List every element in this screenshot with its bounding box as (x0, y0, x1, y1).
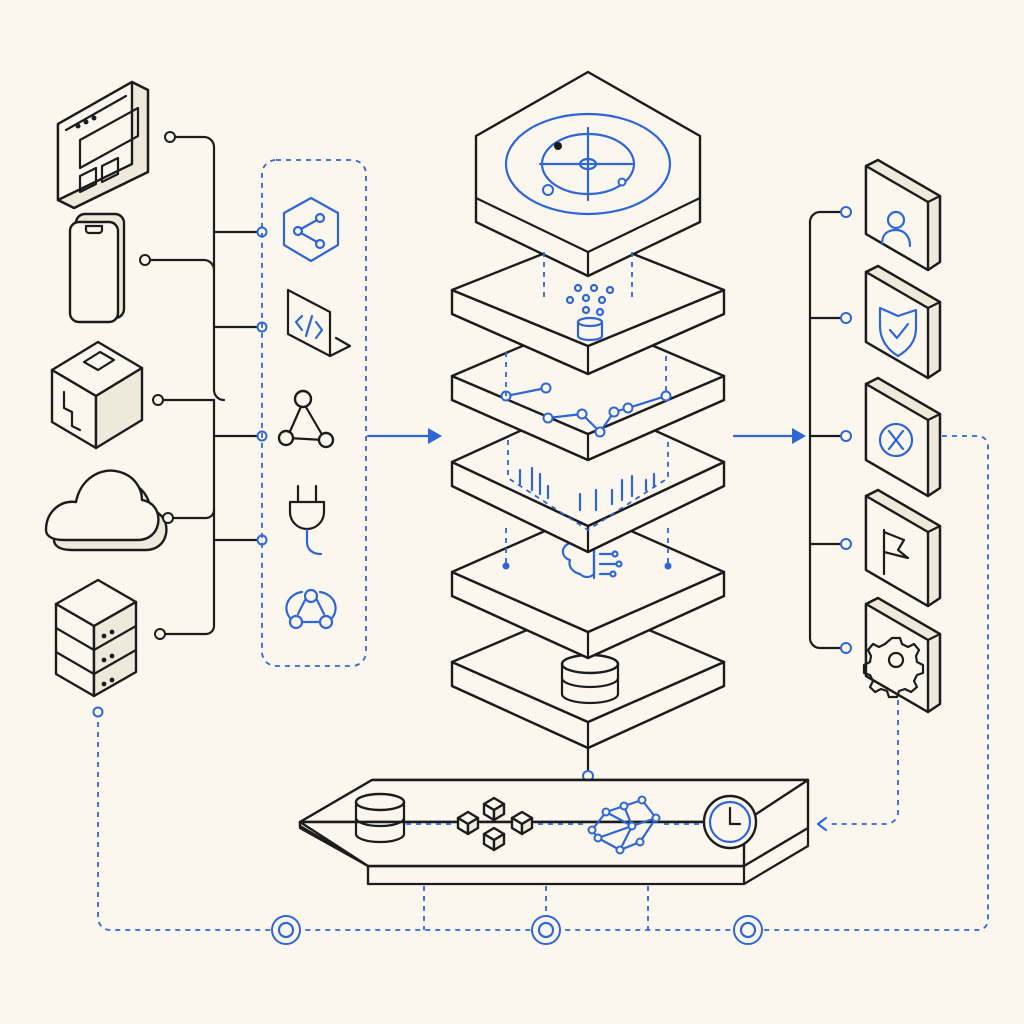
foundation-clock-icon (702, 794, 758, 850)
stack-layer-brain-circuit (450, 510, 726, 660)
source-server-rack-icon (54, 578, 138, 698)
foundation-database-icon (354, 792, 406, 844)
foundation-network-graph-icon (587, 795, 661, 855)
foundation-cubes-icon (456, 796, 534, 852)
arrow-to-outputs (732, 428, 806, 444)
output-user-icon (864, 158, 942, 272)
connector-share-nodes-icon (282, 196, 340, 263)
stack-layer-database (450, 602, 726, 750)
connector-plug-icon (288, 484, 326, 556)
bus-node-3 (733, 915, 763, 945)
arrow-to-stack (366, 428, 442, 444)
stack-dashed-links (502, 252, 672, 570)
output-close-circle-icon (864, 376, 942, 498)
source-bus-lines (139, 131, 268, 640)
source-package-box-icon (50, 340, 144, 450)
bus-node-2 (531, 915, 561, 945)
output-flag-icon (864, 488, 942, 608)
bus-node-1 (271, 915, 301, 945)
bottom-dashed-bus (92, 706, 763, 945)
source-browser-window-icon (56, 80, 150, 210)
connector-webhook-icon (285, 588, 337, 630)
foundation-platform (298, 746, 810, 886)
output-gear-icon (862, 596, 942, 714)
connector-panel (261, 159, 367, 667)
source-cloud-icon (44, 469, 168, 552)
connector-code-brackets-icon (286, 288, 352, 358)
output-return-links (762, 435, 989, 931)
connector-network-triangle-icon (277, 389, 335, 449)
stack-layer-line-graph (450, 316, 726, 462)
source-smartphone-icon (68, 212, 126, 324)
stack-top-radar (474, 70, 702, 278)
output-bus-lines (808, 206, 852, 654)
output-shield-check-icon (864, 264, 942, 380)
